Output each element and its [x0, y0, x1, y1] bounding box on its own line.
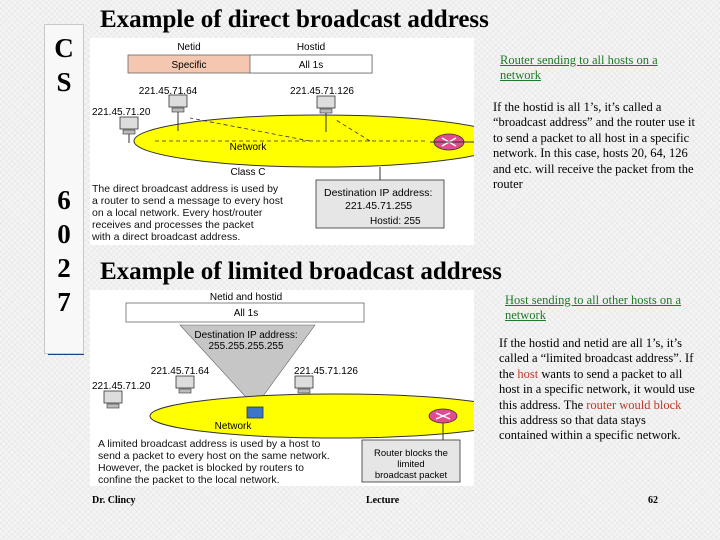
network-ellipse: [150, 394, 474, 438]
all-ones-label: All 1s: [299, 60, 323, 71]
section2-title: Example of limited broadcast address: [100, 258, 502, 286]
computer-icon-126: [295, 376, 313, 393]
router-broadcast-link[interactable]: Router sending to all hosts on a network: [500, 53, 685, 83]
figure2-caption: A limited broadcast address is used by a…: [98, 438, 330, 486]
caption-line: However, the packet is blocked by router…: [98, 462, 330, 474]
network-label: Network: [230, 142, 268, 153]
course-letter: S: [45, 67, 83, 98]
host-126-label: 221.45.71.126: [290, 86, 354, 97]
host-64-label: 221.45.71.64: [151, 366, 210, 377]
router-icon: [429, 409, 457, 423]
destination-address: 221.45.71.255: [345, 200, 412, 212]
course-label-panel: C S 6 0 2 7: [44, 24, 84, 354]
netid-header: Netid: [177, 42, 200, 53]
network-label: Network: [215, 421, 253, 432]
limited-broadcast-figure: Netid and hostid All 1s Destination IP a…: [90, 290, 474, 486]
section1-title: Example of direct broadcast address: [100, 6, 489, 34]
course-number-digit: 0: [45, 219, 83, 250]
caption-line: on a local network. Every host/router: [92, 207, 283, 219]
page-number: 62: [648, 495, 658, 506]
computer-icon-20: [104, 391, 122, 408]
host-64-label: 221.45.71.64: [139, 86, 198, 97]
class-label: Class C: [230, 167, 265, 178]
host-126-label: 221.45.71.126: [294, 366, 358, 377]
router-blocks-line: Router blocks the: [374, 448, 448, 459]
course-number-digit: 2: [45, 253, 83, 284]
host-highlight: host: [517, 367, 538, 381]
course-number-digit: 7: [45, 287, 83, 318]
router-blocks-line: limited: [397, 459, 424, 470]
caption-line: The direct broadcast address is used by: [92, 183, 283, 195]
direct-broadcast-explanation: If the hostid is all 1’s, it’s called a …: [493, 100, 695, 192]
figure1-caption: The direct broadcast address is used by …: [92, 183, 283, 243]
all-ones-label: All 1s: [234, 308, 258, 319]
caption-line: a router to send a message to every host: [92, 195, 283, 207]
caption-line: send a packet to every host on the same …: [98, 450, 330, 462]
destination-title: Destination IP address:: [194, 330, 297, 341]
limited-broadcast-explanation: If the hostid and netid are all 1’s, it’…: [499, 336, 697, 444]
router-highlight: router would block: [586, 398, 681, 412]
course-number-digit: 6: [45, 185, 83, 216]
host-20-label: 221.45.71.20: [92, 107, 151, 118]
host-20-label: 221.45.71.20: [92, 381, 151, 392]
sending-host-icon: [247, 407, 263, 418]
caption-line: A limited broadcast address is used by a…: [98, 438, 330, 450]
direct-broadcast-figure: Netid Hostid Specific All 1s 221.45.71.6…: [90, 38, 474, 245]
specific-label: Specific: [171, 60, 206, 71]
computer-icon-64: [176, 376, 194, 393]
hostid-header: Hostid: [297, 42, 325, 53]
netid-hostid-header: Netid and hostid: [210, 292, 282, 303]
destination-title: Destination IP address:: [324, 187, 432, 199]
host-broadcast-link[interactable]: Host sending to all other hosts on a net…: [505, 293, 685, 323]
caption-line: confine the packet to the local network.: [98, 474, 330, 486]
destination-hostid: Hostid: 255: [370, 216, 421, 227]
caption-line: receives and processes the packet: [92, 219, 283, 231]
caption-line: with a direct broadcast address.: [92, 231, 283, 243]
footer-author: Dr. Clincy: [92, 495, 136, 506]
destination-address: 255.255.255.255: [208, 341, 284, 352]
router-blocks-line: broadcast packet: [375, 470, 448, 481]
footer-label: Lecture: [366, 495, 399, 506]
explanation-text: this address so that data stays containe…: [499, 413, 681, 442]
course-letter: C: [45, 33, 83, 64]
